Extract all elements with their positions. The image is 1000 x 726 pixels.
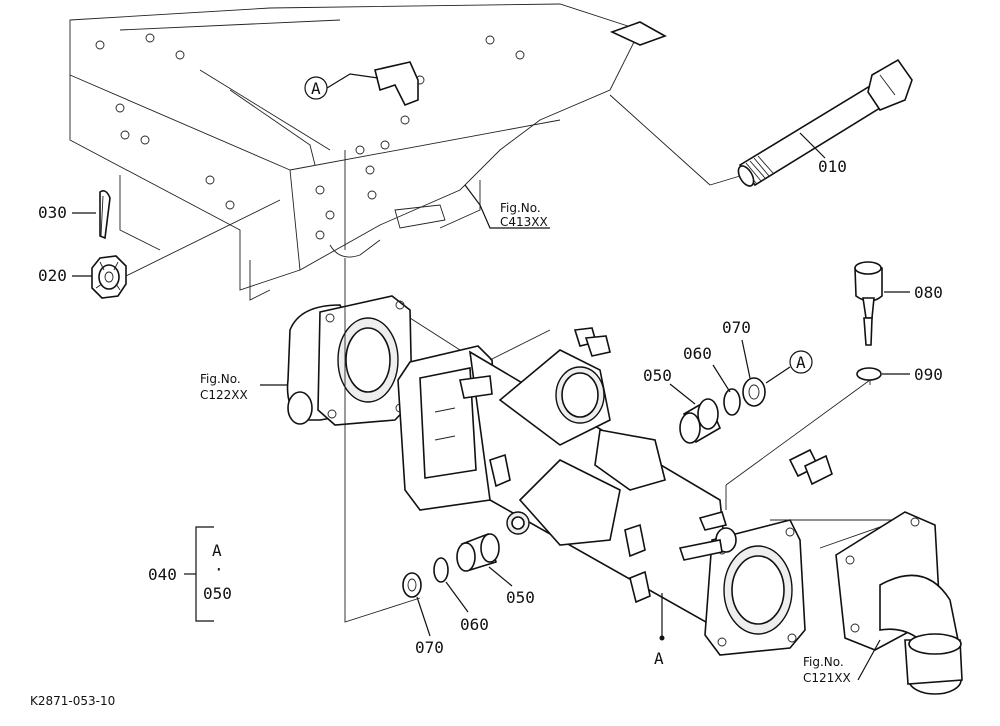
callout-080: 080 — [914, 283, 943, 302]
fitting-right — [788, 448, 833, 486]
fig-c413-code: C413XX — [500, 215, 548, 229]
left-elbow-housing — [286, 295, 413, 426]
drawing-code: K2871-053-10 — [30, 694, 115, 708]
ref-a-top: A — [311, 79, 321, 98]
ref-a-right: A — [796, 353, 806, 372]
callout-090: 090 — [914, 365, 943, 384]
fig-c121-title: Fig.No. — [803, 655, 844, 669]
fig-c413-title: Fig.No. — [500, 201, 541, 215]
ref-a-bottom: A — [654, 649, 664, 668]
callout-040: 040 — [148, 565, 177, 584]
breather-080 — [854, 261, 883, 346]
fitting-top — [573, 327, 611, 357]
oring-090 — [856, 367, 882, 381]
callout-010: 010 — [818, 157, 847, 176]
fig-c121-code: C121XX — [803, 671, 851, 685]
right-elbow-housing — [835, 511, 963, 695]
callout-030: 030 — [38, 203, 67, 222]
callout-070-left: 070 — [415, 638, 444, 657]
axle-housing — [397, 345, 806, 656]
bushing-050-left — [456, 532, 500, 572]
ring-070-left — [402, 572, 422, 598]
split-pin-030 — [99, 190, 111, 240]
set-dot: · — [214, 560, 224, 579]
castle-nut-020 — [91, 255, 127, 299]
fig-c122-code: C122XX — [200, 388, 248, 402]
callout-070-right: 070 — [722, 318, 751, 337]
callout-050-left: 050 — [506, 588, 535, 607]
set-050: 050 — [203, 584, 232, 603]
callout-060-left: 060 — [460, 615, 489, 634]
callout-020: 020 — [38, 266, 67, 285]
bolt-010 — [737, 58, 913, 187]
fig-c122-title: Fig.No. — [200, 372, 241, 386]
callout-050-right: 050 — [643, 366, 672, 385]
ring-070-right — [742, 377, 766, 407]
oring-060-right — [723, 388, 741, 416]
ref-circle-a-right — [789, 350, 813, 374]
bushing-050-right — [679, 398, 722, 444]
set-ref-a: A — [212, 541, 222, 560]
oring-060-left — [433, 557, 449, 583]
callout-060-right: 060 — [683, 344, 712, 363]
frame-body — [69, 3, 667, 301]
